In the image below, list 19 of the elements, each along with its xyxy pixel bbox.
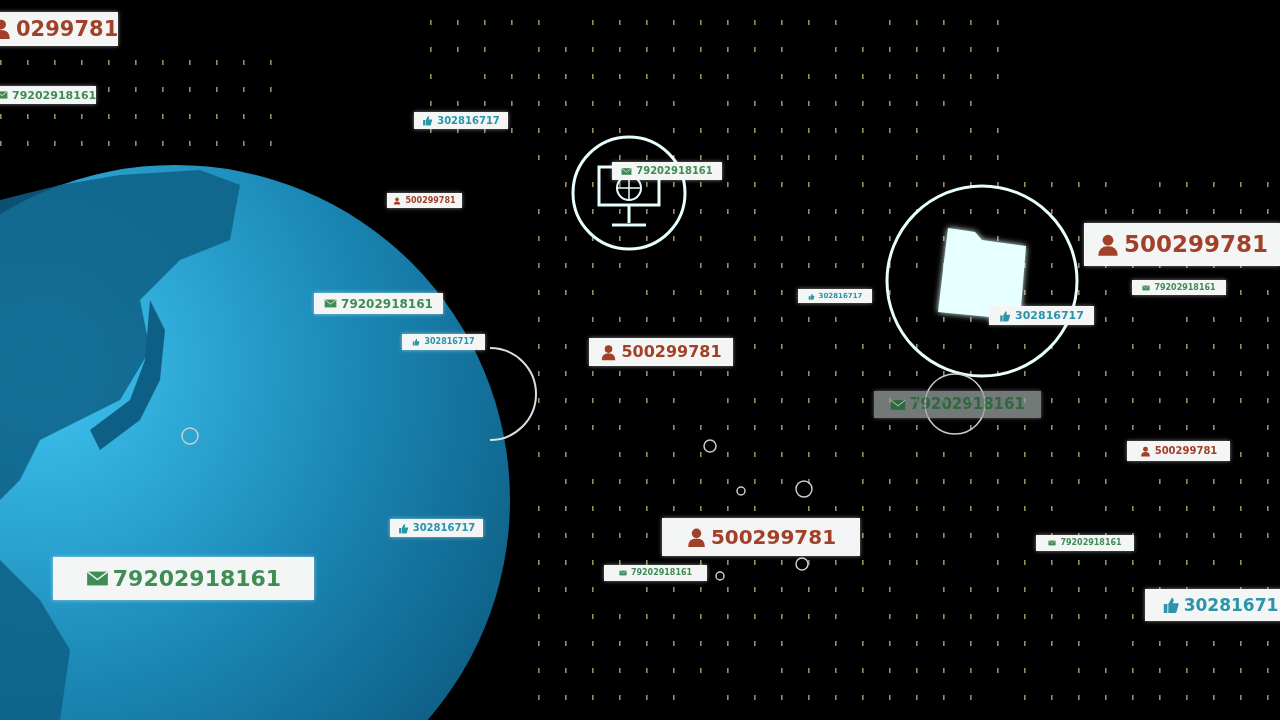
id-number: 30281671: [1183, 596, 1279, 614]
id-number: 79202918161: [1154, 283, 1216, 292]
id-number: 302816717: [412, 523, 476, 533]
id-number: 79202918161: [341, 297, 433, 310]
id-number: 500299781: [710, 527, 837, 547]
id-number: 79202918161: [630, 569, 693, 577]
id-number: 0299781: [16, 18, 119, 40]
id-number: 79202918161: [1060, 539, 1122, 547]
id-number: 302816717: [437, 115, 500, 126]
id-number: 79202918161: [112, 567, 282, 590]
id-number: 500299781: [1154, 446, 1218, 456]
id-number: 500299781: [1124, 233, 1268, 256]
id-number: 302816717: [424, 338, 475, 346]
id-number: 79202918161: [910, 397, 1025, 412]
id-number: 79202918161: [636, 166, 713, 176]
id-number: 500299781: [405, 196, 456, 205]
id-number: 79202918161: [12, 89, 97, 101]
id-number: 500299781: [621, 344, 722, 360]
id-number: 302816717: [1015, 310, 1084, 321]
